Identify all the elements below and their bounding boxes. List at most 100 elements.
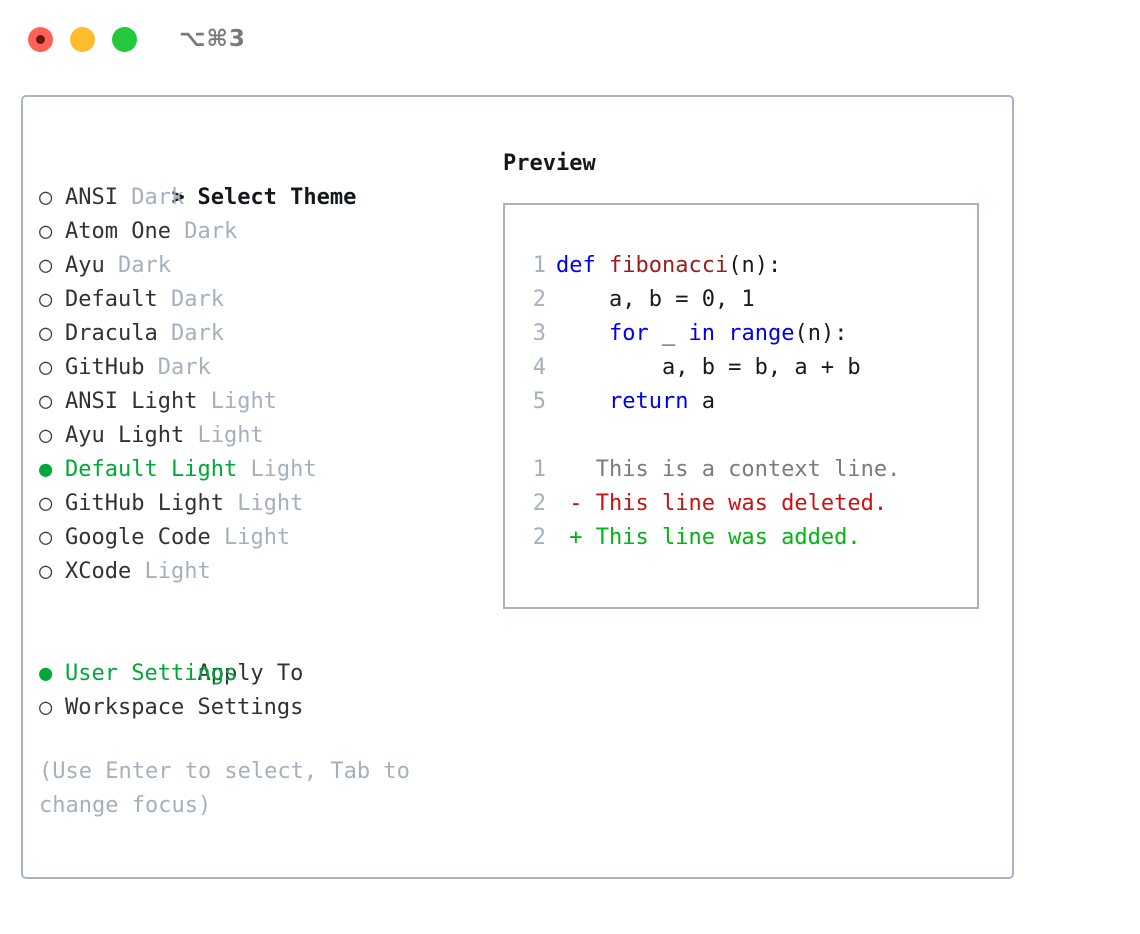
theme-option-label: Ayu Light [65, 423, 198, 448]
title-bar: ⌥⌘3 [0, 0, 1140, 78]
radio-unselected-icon: ○ [39, 355, 53, 380]
code-line: 3 for _ in range(n): [505, 317, 977, 351]
theme-option-label: Google Code [65, 525, 224, 550]
radio-unselected-icon: ○ [39, 423, 53, 448]
select-theme-heading-label: Select Theme [197, 185, 357, 210]
theme-option-variant: Dark [170, 287, 224, 312]
radio-unselected-icon: ○ [39, 525, 53, 550]
close-icon [36, 34, 45, 44]
theme-option-label: Ayu [65, 253, 118, 278]
theme-option-label: GitHub [65, 355, 158, 380]
theme-option-label: Default [65, 287, 171, 312]
code-diff-spacer [505, 419, 977, 453]
theme-option-atom-one[interactable]: ○ Atom One Dark [39, 215, 489, 249]
radio-unselected-icon: ○ [39, 219, 53, 244]
theme-list: ○ANSI Dark○Atom One Dark○Ayu Dark○Defaul… [39, 181, 489, 589]
code-line-number: 2 [532, 287, 546, 312]
radio-unselected-icon: ○ [39, 491, 53, 516]
theme-option-xcode[interactable]: ○XCode Light [39, 555, 489, 589]
code-token-plain: a, b = 0, 1 [556, 287, 755, 312]
theme-option-ansi[interactable]: ○ANSI Dark [39, 181, 489, 215]
theme-option-ayu[interactable]: ○Ayu Dark [39, 249, 489, 283]
code-token-plain: _ [661, 321, 689, 346]
apply-to-heading-label: Apply To [197, 661, 304, 686]
maximize-button[interactable] [112, 26, 137, 52]
diff-line-number: 1 [532, 457, 546, 482]
content-panel: >Select Theme ○ANSI Dark○Atom One Dark○A… [21, 95, 1014, 879]
theme-option-label: Dracula [65, 321, 171, 346]
radio-unselected-icon: ○ [39, 185, 53, 210]
theme-option-variant: Light [237, 491, 304, 516]
theme-option-label: Atom One [65, 219, 185, 244]
code-line: 4 a, b = b, a + b [505, 351, 977, 385]
radio-unselected-icon: ○ [39, 389, 53, 414]
window-controls [28, 26, 137, 52]
prompt-caret-icon: > [171, 185, 185, 210]
radio-selected-icon: ● [39, 457, 53, 482]
apply-to-option-user-settings[interactable]: ● User Settings [39, 657, 489, 691]
radio-selected-icon: ● [39, 661, 53, 686]
theme-option-github-light[interactable]: ○ GitHub Light Light [39, 487, 489, 521]
code-line: 5 return a [505, 385, 977, 419]
keyboard-hint: (Use Enter to select, Tab to change focu… [39, 759, 424, 818]
code-line: 2 a, b = 0, 1 [505, 283, 977, 317]
code-token-fn: fibonacci [608, 253, 729, 278]
code-line-number: 4 [532, 355, 546, 380]
theme-option-variant: Light [250, 457, 317, 482]
diff-line-text: This is a context line. [556, 457, 901, 482]
theme-option-google-code[interactable]: ○ Google Code Light [39, 521, 489, 555]
theme-option-variant: Dark [117, 253, 171, 278]
code-token-kw: return [556, 389, 702, 414]
diff-line-text: + This line was added. [556, 525, 861, 550]
code-line: 1 def fibonacci(n): [505, 249, 977, 283]
diff-block: 1 This is a context line.2 - This line w… [505, 453, 977, 555]
theme-option-label: Default Light [65, 457, 251, 482]
diff-line-context: 1 This is a context line. [505, 453, 977, 487]
theme-option-ansi-light[interactable]: ○ANSI Light Light [39, 385, 489, 419]
code-token-kw: range [728, 321, 795, 346]
code-line-number: 5 [532, 389, 546, 414]
theme-option-default-light[interactable]: ● Default Light Light [39, 453, 489, 487]
theme-option-label: ANSI Light [65, 389, 211, 414]
close-button[interactable] [28, 26, 53, 52]
radio-unselected-icon: ○ [39, 287, 53, 312]
select-theme-heading: > Select Theme [39, 147, 489, 210]
apply-to-option-label: Workspace Settings [65, 695, 304, 720]
code-token-plain: a [701, 389, 715, 414]
apply-to-option-label: User Settings [65, 661, 238, 686]
preview-title: Preview [503, 151, 596, 176]
theme-option-variant: Light [197, 423, 264, 448]
code-line-number: 1 [532, 253, 546, 278]
apply-to-options: ● User Settings ○Workspace Settings [39, 657, 489, 725]
theme-option-github[interactable]: ○ GitHub Dark [39, 351, 489, 385]
theme-option-default[interactable]: ○ Default Dark [39, 283, 489, 317]
theme-option-label: ANSI [65, 185, 132, 210]
theme-option-variant: Light [144, 559, 211, 584]
diff-line-deleted: 2 - This line was deleted. [505, 487, 977, 521]
diff-line-added: 2 + This line was added. [505, 521, 977, 555]
theme-option-dracula[interactable]: ○ Dracula Dark [39, 317, 489, 351]
theme-option-variant: Dark [184, 219, 238, 244]
code-token-kw: def [556, 253, 609, 278]
code-token-kw: in [688, 321, 729, 346]
code-token-plain: (n): [728, 253, 782, 278]
minimize-button[interactable] [70, 26, 95, 52]
theme-option-label: GitHub Light [65, 491, 238, 516]
apply-to-option-workspace-settings[interactable]: ○Workspace Settings [39, 691, 489, 725]
theme-option-variant: Light [223, 525, 291, 550]
code-token-kw: for [556, 321, 662, 346]
apply-to-heading: Apply To [39, 623, 489, 686]
theme-option-label: XCode [65, 559, 145, 584]
theme-option-variant: Dark [170, 321, 224, 346]
theme-option-ayu-light[interactable]: ○ Ayu Light Light [39, 419, 489, 453]
theme-option-variant: Dark [157, 355, 211, 380]
shortcut-label: ⌥⌘3 [179, 26, 246, 52]
diff-line-number: 2 [532, 525, 546, 550]
diff-line-number: 2 [532, 491, 546, 516]
diff-line-text: - This line was deleted. [556, 491, 888, 516]
radio-unselected-icon: ○ [39, 321, 53, 346]
